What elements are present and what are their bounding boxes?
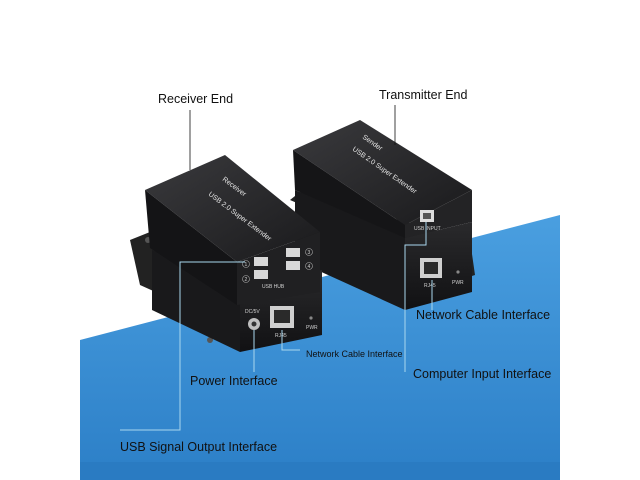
- callout-computer-input-interface: Computer Input Interface: [413, 367, 552, 381]
- port-number-1: 1: [245, 262, 248, 268]
- receiver-pwr-label: PWR: [306, 325, 318, 331]
- callout-line-usb-output: [120, 261, 245, 431]
- receiver-top-side: [145, 190, 237, 305]
- usb-input-label: USB INPUT: [414, 226, 441, 232]
- port-number-2: 2: [245, 277, 248, 283]
- callout-line-computer-input: [404, 222, 427, 372]
- callout-network-cable-interface-center: Network Cable Interface: [306, 349, 403, 359]
- transmitter-device: USB 2.0 Super Extender Sender USB INPUT …: [290, 120, 475, 310]
- port-number-3: 3: [308, 250, 311, 256]
- usb-port-4: [286, 261, 300, 270]
- callout-power-interface: Power Interface: [190, 374, 278, 388]
- callout-transmitter-end: Transmitter End: [379, 88, 468, 102]
- callout-usb-signal-output-interface: USB Signal Output Interface: [120, 440, 278, 454]
- usb-port-1: [254, 257, 268, 266]
- receiver-device: USB 2.0 Super Extender Receiver 1 2 3 4 …: [130, 155, 322, 352]
- transmitter-rj45-label: RJ45: [424, 283, 436, 289]
- flange-hole: [207, 337, 213, 343]
- port-number-4: 4: [308, 264, 311, 270]
- transmitter-top: [293, 120, 472, 225]
- receiver-side-face: [152, 250, 240, 352]
- transmitter-pwr-led: [456, 270, 460, 274]
- callout-line-network-center: [281, 330, 300, 351]
- callout-network-cable-interface-right: Network Cable Interface: [416, 308, 551, 322]
- transmitter-pwr-label: PWR: [452, 280, 464, 286]
- callout-lines: [120, 105, 433, 431]
- usb-port-3: [286, 248, 300, 257]
- dc-label: DC/5V: [245, 309, 260, 315]
- receiver-top: [145, 155, 320, 262]
- usb-hub-label: USB HUB: [262, 284, 285, 290]
- transmitter-top-side: [293, 150, 405, 238]
- blue-background-bottom-band: [80, 462, 560, 480]
- receiver-pwr-led: [309, 316, 313, 320]
- transmitter-side-face: [295, 190, 405, 310]
- transmitter-top-front: [405, 190, 472, 238]
- callout-receiver-end: Receiver End: [158, 92, 234, 106]
- receiver-rj45-label: RJ45: [275, 333, 287, 339]
- usb-port-2: [254, 270, 268, 279]
